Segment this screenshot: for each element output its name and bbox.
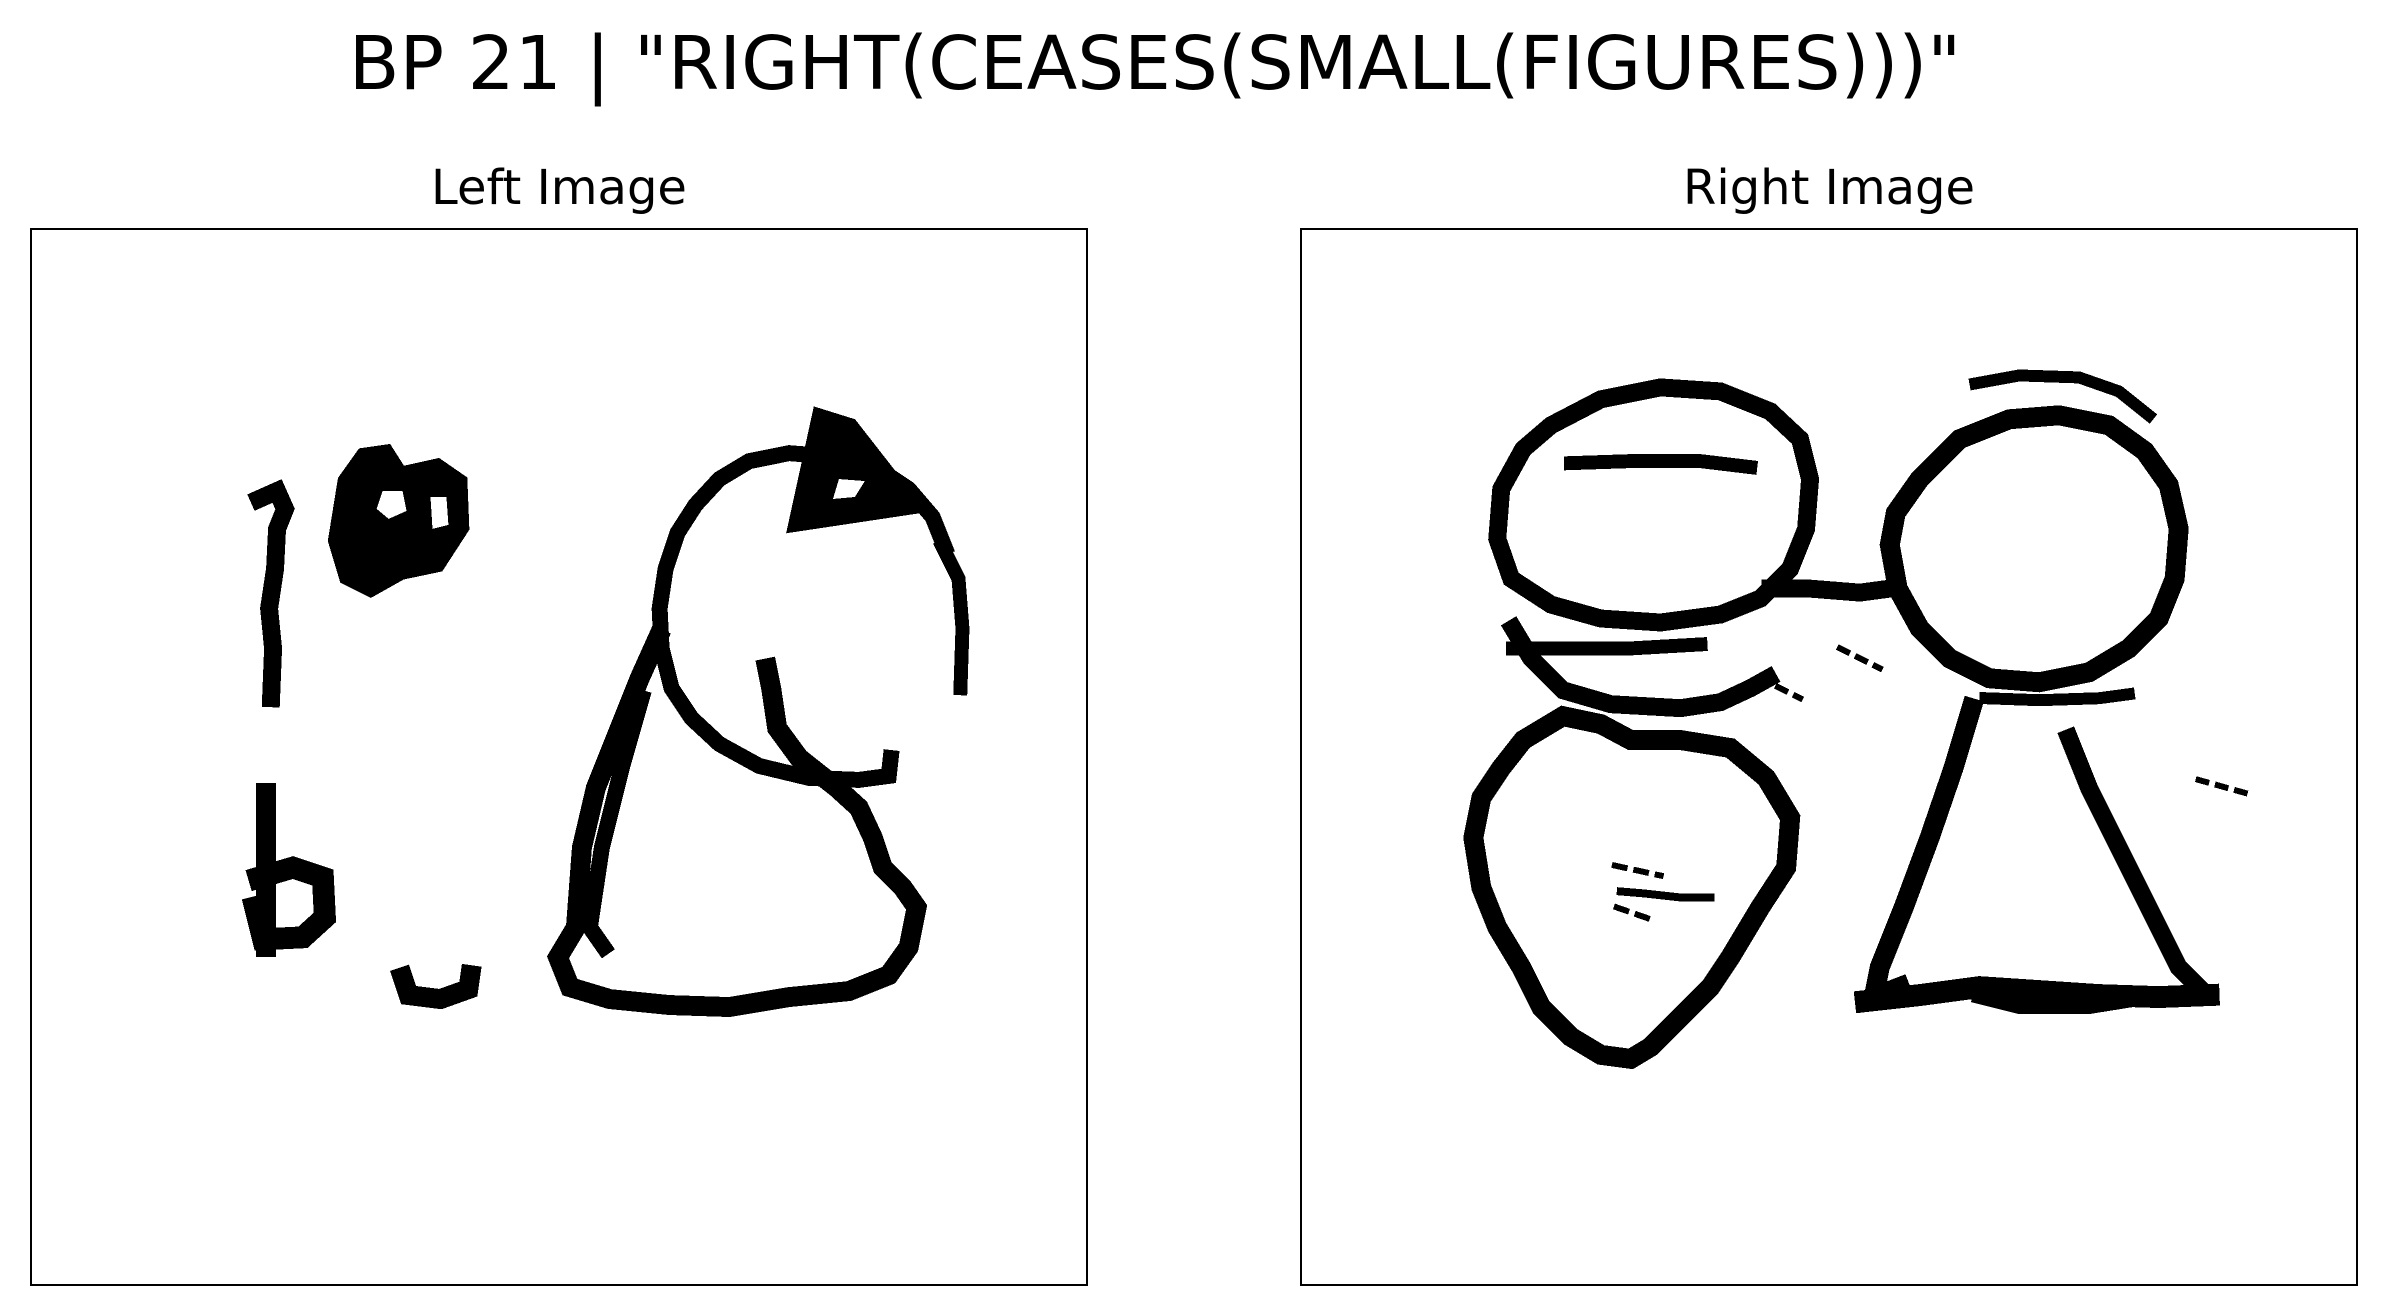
- left-image-panel: [30, 228, 1088, 1286]
- small-dash-figure: [389, 963, 482, 1010]
- lower-shape-dots: [1611, 862, 1665, 926]
- right-panel-title: Right Image: [1683, 160, 1975, 216]
- small-stroke-figure: [247, 479, 295, 708]
- large-ellipse-top: [1488, 378, 1820, 632]
- figure-title: BP 21 | "RIGHT(CEASES(SMALL(FIGURES)))": [348, 21, 1962, 107]
- body-triangle: [546, 625, 928, 1018]
- right-image-drawing: [1463, 369, 2253, 1070]
- left-panel-title: Left Image: [431, 160, 687, 216]
- lower-shape-dash: [1616, 887, 1715, 902]
- circle-head-top-arc: [1968, 369, 2158, 424]
- large-circle-head: [1879, 405, 2189, 693]
- large-triangle-base: [1853, 976, 2220, 1014]
- ellipse-middle-upper: [1563, 454, 1759, 475]
- left-image-drawing: [241, 406, 970, 1018]
- triangle-base-tail: [1970, 988, 2147, 1015]
- small-b-loop: [241, 856, 337, 951]
- right-image-panel: [1300, 228, 2358, 1286]
- small-triangle: [786, 406, 928, 534]
- stray-dots: [1756, 644, 2253, 798]
- body-triangle-inner: [581, 688, 652, 959]
- large-ellipse-middle: [1500, 616, 1781, 718]
- head-tail: [933, 537, 970, 696]
- circle-head-band: [1979, 687, 2136, 707]
- large-triangle-right-edge: [2057, 726, 2212, 1000]
- ellipse-middle-band: [1506, 637, 1708, 656]
- large-triangle-body: [1860, 695, 1984, 1013]
- small-blob-figure: [327, 443, 470, 598]
- large-lower-shape: [1463, 705, 1801, 1070]
- connecting-bar: [1761, 578, 1900, 602]
